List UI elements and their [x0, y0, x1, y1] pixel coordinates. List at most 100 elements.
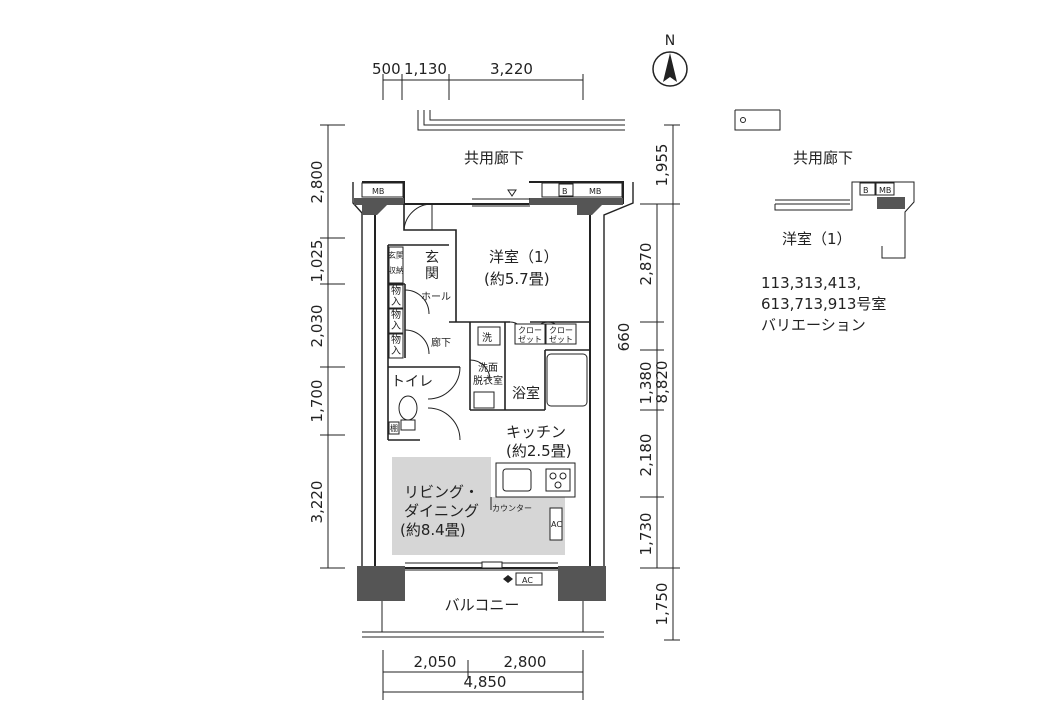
right-dim-2180: 2,180 [637, 434, 655, 477]
closet-left-label-2: ゼット [518, 334, 542, 344]
kitchen-sink-icon [502, 468, 532, 492]
ac-outdoor-marker-icon [503, 575, 513, 583]
right-dim-1730: 1,730 [637, 513, 655, 556]
living-label-2: ダイニング [404, 502, 479, 520]
corridor-railing [417, 110, 625, 131]
bath-label: 浴室 [512, 385, 540, 402]
bottom-dimension-line [382, 650, 584, 700]
mb-box-right [541, 182, 623, 198]
right-inner-dimension-line [640, 203, 664, 569]
hallway-label: 廊下 [431, 336, 451, 349]
closet-right-label-1: クロー [549, 326, 573, 335]
western-room-size: (約5.7畳) [484, 270, 550, 288]
storage-1-label-b: 入 [391, 297, 401, 308]
bathtub-icon [546, 353, 588, 407]
balcony-railing [362, 601, 604, 638]
corridor-label: 共用廊下 [464, 149, 524, 167]
top-window [472, 189, 530, 207]
closet-right-label-2: ゼット [549, 334, 573, 344]
balcony-label: バルコニー [445, 596, 520, 614]
variation-room-label: 洋室（1） [782, 230, 852, 248]
shelf-label: 棚 [390, 423, 398, 433]
entrance-storage-label-2: 収納 [388, 265, 404, 275]
mb-left-label: MB [372, 187, 384, 196]
left-dimension-line [320, 124, 345, 569]
variation-corridor-label: 共用廊下 [793, 149, 853, 167]
north-compass-icon [652, 51, 688, 87]
stove-icon [545, 468, 571, 492]
left-dim-1025: 1,025 [308, 240, 326, 283]
exterior-wall-outer-lines [352, 182, 634, 568]
wash-basin-icon [477, 326, 501, 346]
right-dim-1380: 1,380 [637, 362, 655, 405]
closet-right [545, 323, 577, 345]
variation-numbers-1: 113,313,413, [761, 274, 861, 292]
variation-numbers-2: 613,713,913号室 [761, 295, 886, 313]
left-dim-2030: 2,030 [308, 305, 326, 348]
toilet-tank-icon [400, 419, 416, 431]
ac-outdoor-label: AC [522, 576, 533, 585]
left-dim-1700: 1,700 [308, 380, 326, 423]
storage-1-label-a: 物 [391, 284, 401, 297]
left-dim-2800: 2,800 [308, 161, 326, 204]
right-dim-8820: 8,820 [653, 361, 671, 404]
storage-units [388, 246, 404, 359]
right-dim-1955: 1,955 [653, 144, 671, 187]
mb-box-left [361, 182, 404, 198]
kitchen-size: (約2.5畳) [506, 442, 572, 460]
variation-corridor-railing [734, 109, 781, 131]
western-room-name: 洋室（1） [489, 248, 559, 266]
right-outer-dimension-line [664, 124, 680, 641]
pillars [354, 198, 623, 601]
storage-3-label-a: 物 [391, 333, 401, 346]
toilet-label: トイレ [391, 374, 433, 390]
entrance-label-2: 関 [425, 266, 439, 282]
washroom-label-2: 脱衣室 [473, 374, 503, 387]
balcony-sliding-door [405, 561, 558, 571]
right-dim-1750: 1,750 [653, 583, 671, 626]
interior-walls [387, 204, 590, 441]
top-dim-3220: 3,220 [490, 60, 533, 78]
burner-icon [554, 481, 562, 489]
storage-2-label-a: 物 [391, 308, 401, 321]
burner-icon [559, 472, 567, 480]
storage-2-label-b: 入 [391, 321, 401, 332]
bottom-dim-4850: 4,850 [464, 673, 507, 691]
bottom-dim-2800: 2,800 [504, 653, 547, 671]
right-dim-2870: 2,870 [637, 243, 655, 286]
left-dim-3220: 3,220 [308, 481, 326, 524]
mb-right-label: MB [589, 187, 601, 196]
variation-plan [774, 181, 915, 259]
variation-b-label: B [863, 186, 869, 195]
top-dim-500: 500 [372, 60, 401, 78]
variation-pillar [877, 197, 905, 209]
washroom-label-1: 洗面 [478, 362, 498, 374]
entrance-label-1: 玄 [425, 249, 439, 266]
compass-letter: N [665, 33, 675, 49]
entrance-storage-label-1: 玄関 [388, 250, 404, 260]
living-size: (約8.4畳) [400, 521, 466, 539]
top-dim-1130: 1,130 [404, 60, 447, 78]
closet-left [514, 323, 546, 345]
counter-label: カウンター [492, 504, 532, 513]
variation-mb-label: MB [879, 186, 891, 195]
bottom-dim-2050: 2,050 [414, 653, 457, 671]
b-label: B [562, 187, 568, 196]
variation-caption: バリエーション [761, 316, 866, 334]
living-label-1: リビング・ [404, 483, 479, 501]
washing-machine-pan [473, 391, 495, 409]
hall-label: ホール [421, 291, 451, 303]
storage-3-label-b: 入 [391, 346, 401, 357]
closet-left-label-1: クロー [518, 326, 542, 335]
ac-indoor-label: AC [551, 520, 562, 529]
kitchen-name: キッチン [506, 423, 566, 441]
right-dim-660: 660 [615, 323, 633, 352]
wash-label: 洗 [482, 332, 492, 344]
ac-outdoor-unit [515, 572, 543, 586]
toilet-shelf [388, 421, 400, 435]
toilet-bowl-icon [398, 395, 418, 421]
top-dimension-line [382, 74, 584, 100]
living-dining-floor [392, 457, 491, 555]
